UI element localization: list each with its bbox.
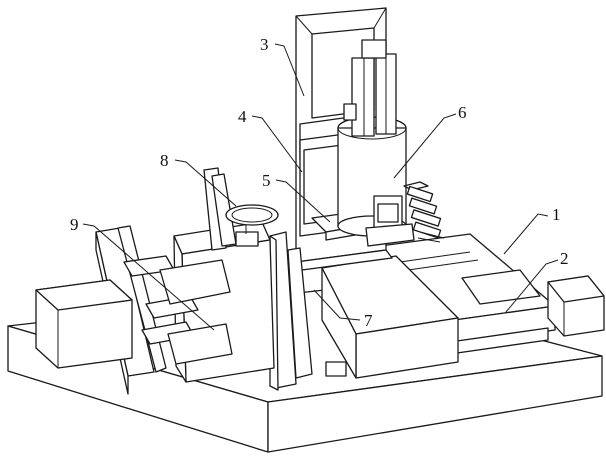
label-8: 8 <box>160 151 169 170</box>
part-labels: 1 2 3 4 5 6 7 8 9 <box>70 35 569 330</box>
leader-lines <box>82 43 559 331</box>
spindle-head <box>337 39 415 247</box>
right-guide-rail <box>349 233 556 355</box>
label-3: 3 <box>260 35 269 54</box>
label-9: 9 <box>70 215 79 234</box>
label-4: 4 <box>238 107 247 126</box>
label-1: 1 <box>552 205 561 224</box>
tool-cartridges <box>403 181 445 243</box>
label-2: 2 <box>560 249 569 268</box>
label-5: 5 <box>262 171 271 190</box>
right-motor <box>547 275 605 337</box>
label-6: 6 <box>458 103 467 122</box>
left-motor <box>35 279 133 369</box>
label-7: 7 <box>364 311 373 330</box>
